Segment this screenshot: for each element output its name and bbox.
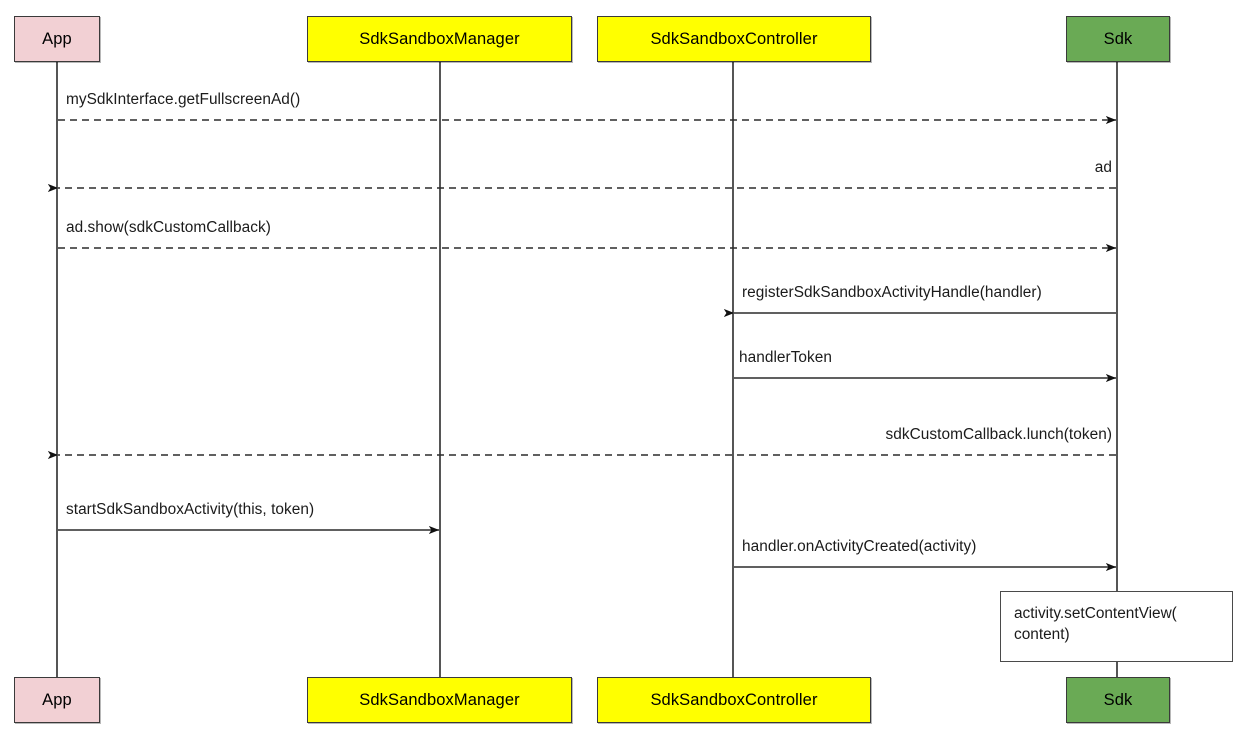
participant-foot-app[interactable]: App xyxy=(14,677,100,723)
message-label-m2: ad xyxy=(1094,159,1112,176)
participant-head-manager[interactable]: SdkSandboxManager xyxy=(307,16,572,62)
participant-head-app[interactable]: App xyxy=(14,16,100,62)
message-label-m5: handlerToken xyxy=(739,349,833,366)
message-label-m4: registerSdkSandboxActivityHandle(handler… xyxy=(742,284,1042,301)
participant-head-sdk[interactable]: Sdk xyxy=(1066,16,1170,62)
messages-group xyxy=(47,115,1117,572)
message-label-m1: mySdkInterface.getFullscreenAd() xyxy=(66,91,301,108)
message-label-m7: startSdkSandboxActivity(this, token) xyxy=(66,501,315,518)
note-n1: activity.setContentView( content) xyxy=(1000,591,1233,662)
participant-foot-manager[interactable]: SdkSandboxManager xyxy=(307,677,572,723)
participant-head-controller[interactable]: SdkSandboxController xyxy=(597,16,871,62)
note-line-1: activity.setContentView( xyxy=(1014,605,1177,622)
message-label-m3: ad.show(sdkCustomCallback) xyxy=(66,219,271,236)
participant-foot-controller[interactable]: SdkSandboxController xyxy=(597,677,871,723)
message-label-m8: handler.onActivityCreated(activity) xyxy=(742,538,977,555)
lifelines-group xyxy=(56,62,1118,677)
note-line-2: content) xyxy=(1014,625,1070,643)
participant-foot-sdk[interactable]: Sdk xyxy=(1066,677,1170,723)
message-label-m6: sdkCustomCallback.lunch(token) xyxy=(885,426,1112,443)
